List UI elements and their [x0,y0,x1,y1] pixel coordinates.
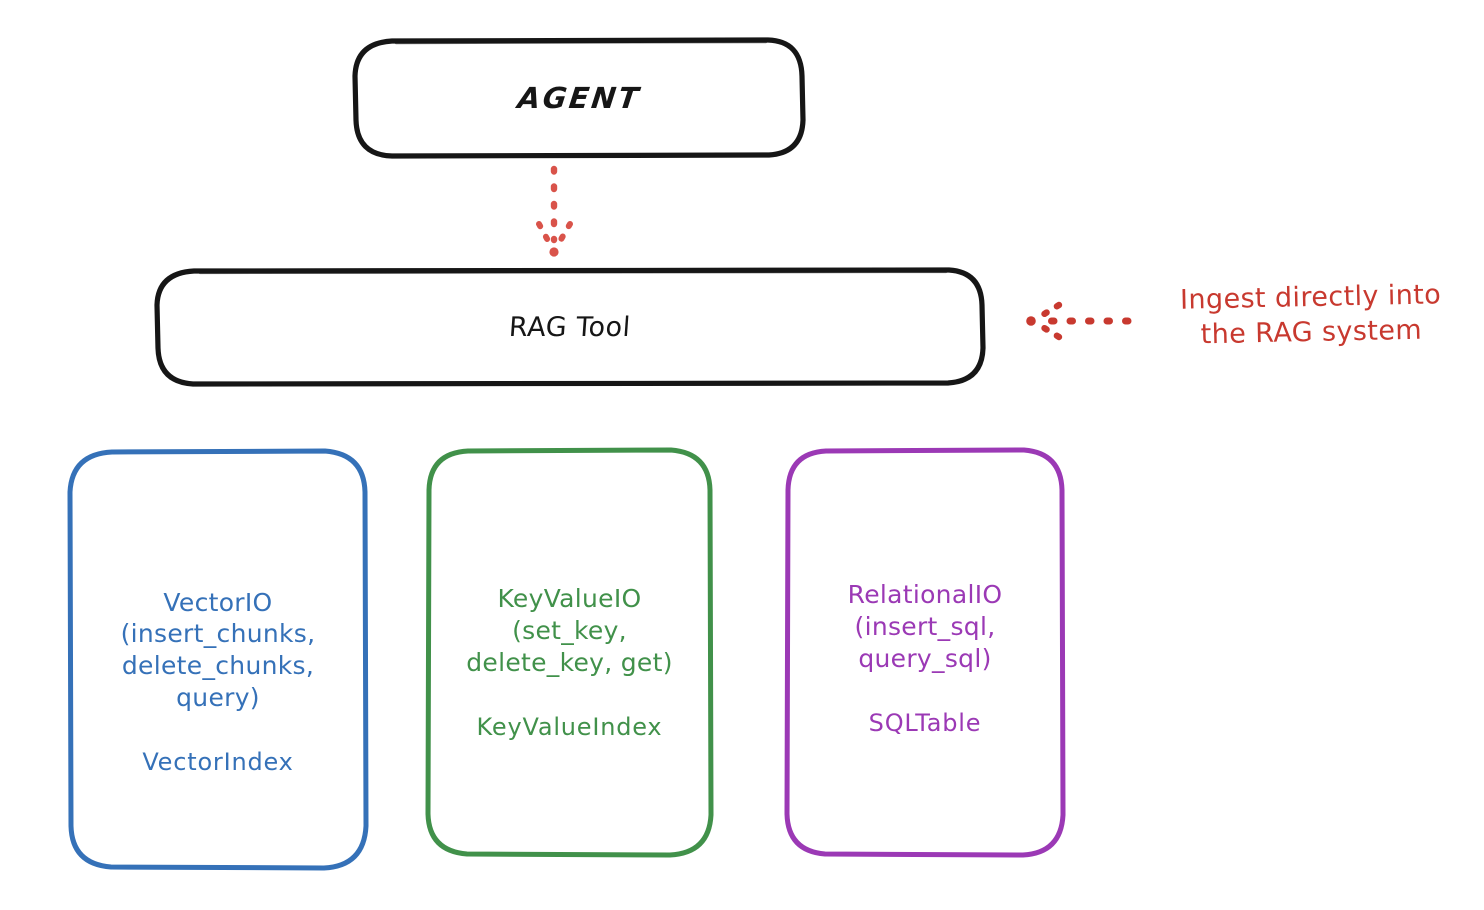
ingest-annotation-label: Ingest directly into the RAG system [1179,279,1442,351]
ingest-arrow-icon [1026,301,1132,341]
relational-io-text-group: RelationalIO (insert_sql, query_sql) SQL… [848,579,1003,736]
agent-label: AGENT [515,81,643,115]
vector-io-api-label: VectorIO (insert_chunks, delete_chunks, … [120,587,316,712]
vector-io-text-group: VectorIO (insert_chunks, delete_chunks, … [121,587,316,776]
vector-io-node[interactable]: VectorIO (insert_chunks, delete_chunks, … [70,451,366,869]
relational-io-api-label: RelationalIO (insert_sql, query_sql) [847,580,1003,673]
agent-node[interactable]: AGENT [355,40,803,156]
key-value-io-api-label: KeyValueIO (set_key, delete_key, get) [466,584,673,677]
key-value-io-node[interactable]: KeyValueIO (set_key, delete_key, get) Ke… [428,450,711,856]
rag-tool-node[interactable]: RAG Tool [157,270,983,384]
agent-to-rag-connector [536,165,573,257]
rag-tool-label: RAG Tool [508,311,632,343]
key-value-io-text-group: KeyValueIO (set_key, delete_key, get) Ke… [466,583,673,740]
sql-table-label: SQLTable [868,708,982,737]
vector-index-label: VectorIndex [142,747,294,776]
relational-io-node[interactable]: RelationalIO (insert_sql, query_sql) SQL… [787,450,1063,856]
key-value-index-label: KeyValueIndex [476,712,663,741]
